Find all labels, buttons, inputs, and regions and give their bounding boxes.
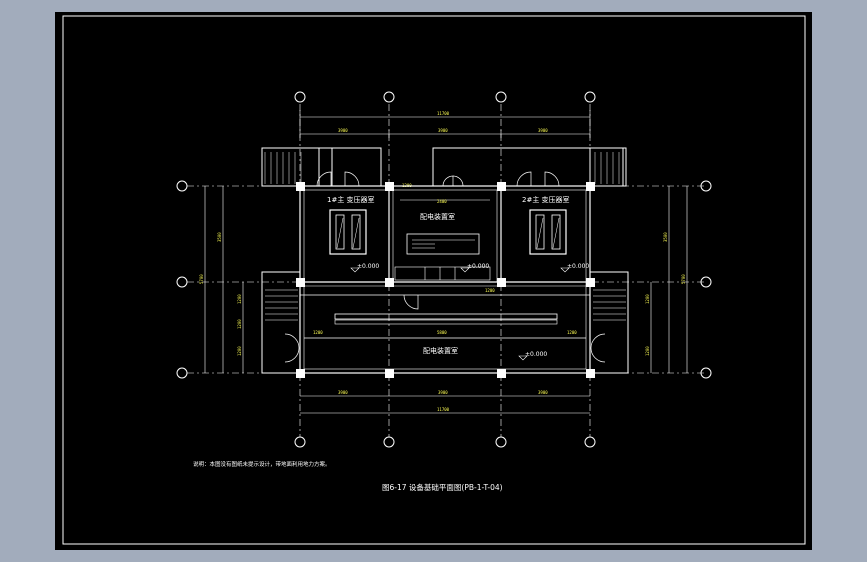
dim-bay-1b: 3900 bbox=[338, 390, 348, 395]
elevation-mark: ±0.000 bbox=[467, 263, 489, 270]
axis-bubble bbox=[176, 180, 188, 192]
axis-bubble bbox=[700, 367, 712, 379]
axis-bubble bbox=[294, 436, 306, 448]
dim-side-mid: 1200 bbox=[237, 294, 242, 304]
dim-right-total: 5700 bbox=[681, 274, 686, 284]
dim-bay-3b: 3900 bbox=[538, 390, 548, 395]
room-labels: 1#主 变压器室 2#主 变压器室 配电装置室 配电装置室 bbox=[327, 195, 570, 355]
transformer-foundation-2 bbox=[529, 209, 567, 255]
doors bbox=[284, 171, 606, 363]
dim-bay-3: 3900 bbox=[538, 128, 548, 133]
axis-bubble bbox=[176, 276, 188, 288]
dim-right-low: 1200 bbox=[645, 346, 650, 356]
room-label-transformer-2: 2#主 变压器室 bbox=[522, 195, 570, 204]
drawing-note: 说明：本图没有图纸未提示设计，带地面利用地力方案。 bbox=[193, 460, 331, 468]
dim-overall-bottom: 11700 bbox=[437, 407, 450, 412]
axis-bubble bbox=[700, 180, 712, 192]
elevation-mark: ±0.000 bbox=[357, 263, 379, 270]
axis-bubble bbox=[383, 91, 395, 103]
dim-overall-top: 11700 bbox=[437, 111, 450, 116]
dim-bay-2b: 3900 bbox=[438, 390, 448, 395]
dim-small-a: 1200 bbox=[313, 330, 323, 335]
dim-corridor: 5800 bbox=[437, 330, 447, 335]
axis-bubble bbox=[584, 436, 596, 448]
elevation-mark: ±0.000 bbox=[525, 351, 547, 358]
axis-bubbles bbox=[176, 91, 712, 448]
dim-right-upper: 3500 bbox=[663, 232, 668, 242]
floor-plan-drawing: 11700 3900 3900 3900 2400 3900 3900 3900… bbox=[62, 15, 806, 545]
dim-side-low: 1200 bbox=[237, 346, 242, 356]
room-label-transformer-1: 1#主 变压器室 bbox=[327, 195, 375, 204]
axis-bubble bbox=[584, 91, 596, 103]
elevation-markers: ±0.000 ±0.000 ±0.000 ±0.000 bbox=[350, 263, 589, 361]
drawing-sheet: 11700 3900 3900 3900 2400 3900 3900 3900… bbox=[55, 12, 812, 550]
elevation-mark: ±0.000 bbox=[567, 263, 589, 270]
axis-bubble bbox=[700, 276, 712, 288]
dim-side-upper: 3500 bbox=[217, 232, 222, 242]
dim-side-total: 5700 bbox=[199, 274, 204, 284]
side-stairs bbox=[261, 271, 629, 374]
grid-axes bbox=[187, 104, 705, 437]
dim-small-b: 1200 bbox=[567, 330, 577, 335]
dim-side-corr: 1200 bbox=[237, 319, 242, 329]
sheet-border bbox=[62, 15, 806, 545]
drawing-caption: 图6-17 设备基础平面图(PB-1-T-04) bbox=[382, 482, 503, 492]
axis-bubble bbox=[383, 436, 395, 448]
transformer-foundation-1 bbox=[329, 209, 367, 255]
roof-canopies bbox=[261, 147, 627, 187]
axis-bubble bbox=[495, 91, 507, 103]
room-label-switchgear-upper: 配电装置室 bbox=[420, 212, 455, 221]
axis-bubble bbox=[495, 436, 507, 448]
dim-inner: 2400 bbox=[437, 199, 447, 204]
dim-bay-1: 3900 bbox=[338, 128, 348, 133]
dimension-lines bbox=[204, 110, 688, 414]
axis-bubble bbox=[176, 367, 188, 379]
room-label-switchgear-lower: 配电装置室 bbox=[423, 346, 458, 355]
dim-bay-2: 3900 bbox=[438, 128, 448, 133]
axis-bubble bbox=[294, 91, 306, 103]
switchgear-equipment bbox=[334, 233, 558, 325]
dim-small-c: 1200 bbox=[485, 288, 495, 293]
dim-right-mid: 1200 bbox=[645, 294, 650, 304]
